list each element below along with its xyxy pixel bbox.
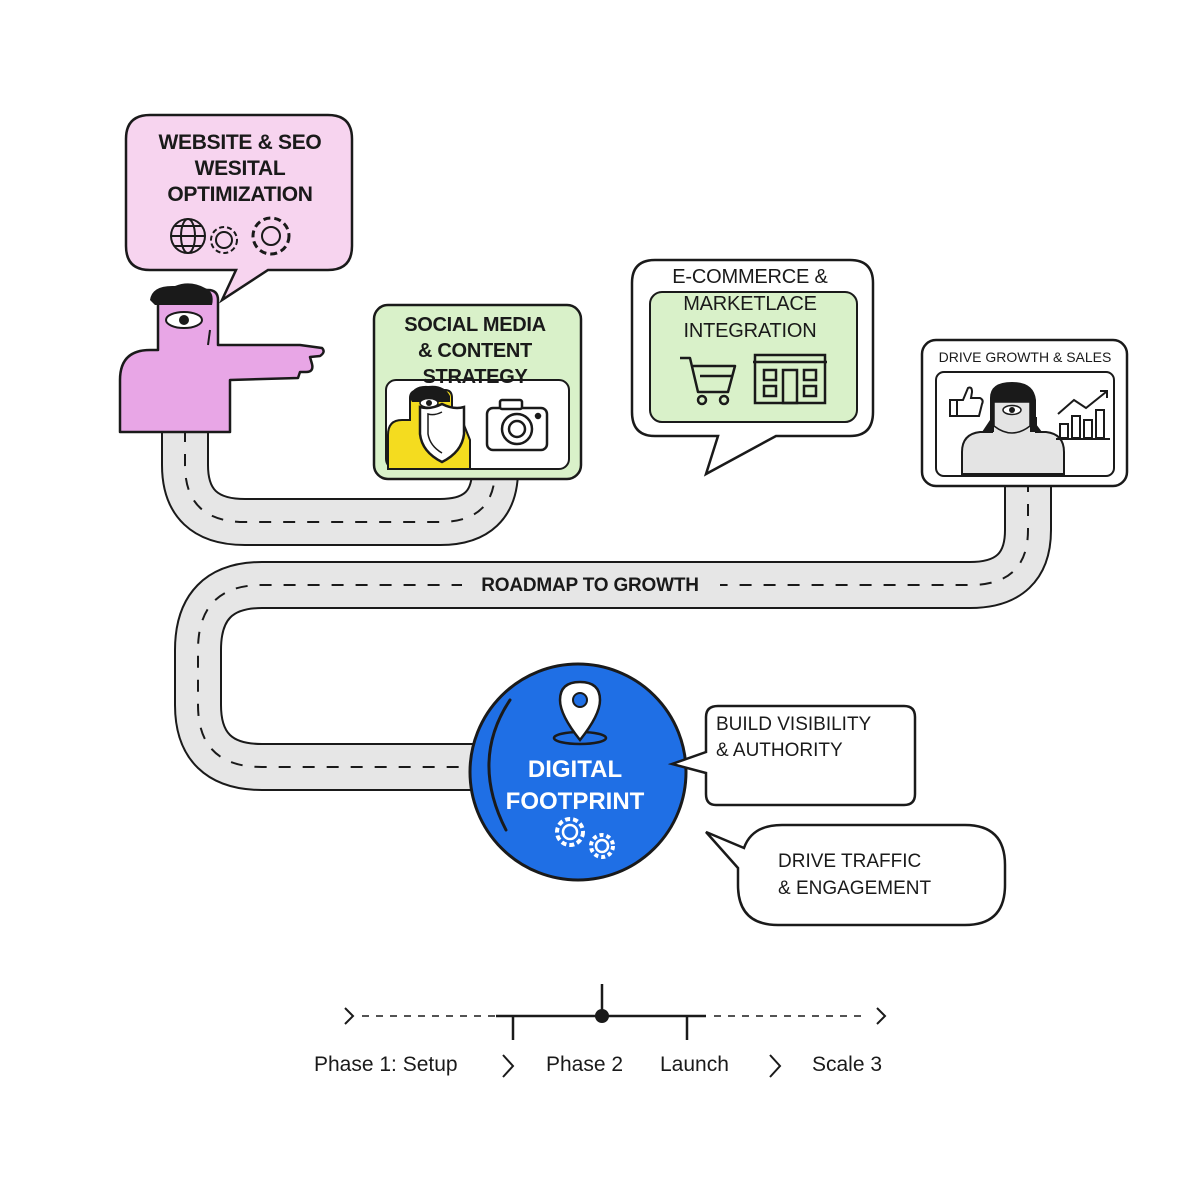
digital-footprint-hub bbox=[468, 662, 688, 882]
road-label: ROADMAP TO GROWTH bbox=[481, 575, 699, 596]
drive-growth-title: DRIVE GROWTH & SALES bbox=[938, 349, 1112, 365]
visibility-callout bbox=[667, 704, 917, 807]
hub-title: DIGITAL FOOTPRINT bbox=[505, 756, 645, 815]
chevron-right-icon bbox=[344, 1007, 355, 1025]
pink-figure bbox=[118, 283, 325, 434]
social-media-card bbox=[372, 303, 583, 481]
ecommerce-bubble bbox=[630, 258, 875, 477]
timeline-phase-setup: Phase 1: Setup bbox=[314, 1053, 458, 1076]
bar-chart-icon bbox=[1056, 390, 1110, 440]
road bbox=[161, 430, 1052, 791]
gear-icon bbox=[210, 216, 291, 256]
location-pin-icon bbox=[552, 680, 608, 746]
gears-icon bbox=[555, 817, 615, 859]
website-seo-bubble bbox=[124, 113, 354, 304]
ecommerce-title: E-COMMERCE & MARKETLACE INTEGRATION bbox=[672, 266, 828, 342]
timeline-phase-launch: Launch bbox=[660, 1053, 729, 1076]
chevron-right-icon bbox=[502, 1054, 515, 1078]
globe-icon bbox=[170, 218, 206, 254]
drive-growth-card bbox=[920, 338, 1129, 488]
camera-icon bbox=[485, 398, 549, 452]
timeline bbox=[344, 984, 887, 1078]
thumbs-up-icon bbox=[949, 386, 984, 417]
traffic-callout bbox=[705, 823, 1007, 927]
shield-icon bbox=[418, 402, 466, 464]
chevron-right-icon bbox=[769, 1054, 782, 1078]
timeline-phase-2: Phase 2 bbox=[546, 1053, 624, 1076]
social-media-title: SOCIAL MEDIA & CONTENT STRATEGY bbox=[404, 314, 546, 388]
visibility-callout-text: BUILD VISIBILITY & AUTHORITY bbox=[716, 714, 872, 761]
timeline-phase-scale: Scale 3 bbox=[812, 1053, 883, 1076]
chevron-right-icon bbox=[876, 1007, 887, 1025]
cart-icon bbox=[680, 356, 737, 406]
traffic-callout-text: DRIVE TRAFFIC & ENGAGEMENT bbox=[778, 851, 932, 899]
storefront-icon bbox=[753, 353, 827, 405]
website-seo-title: WEBSITE & SEO WESITAL OPTIMIZATION bbox=[158, 131, 322, 206]
